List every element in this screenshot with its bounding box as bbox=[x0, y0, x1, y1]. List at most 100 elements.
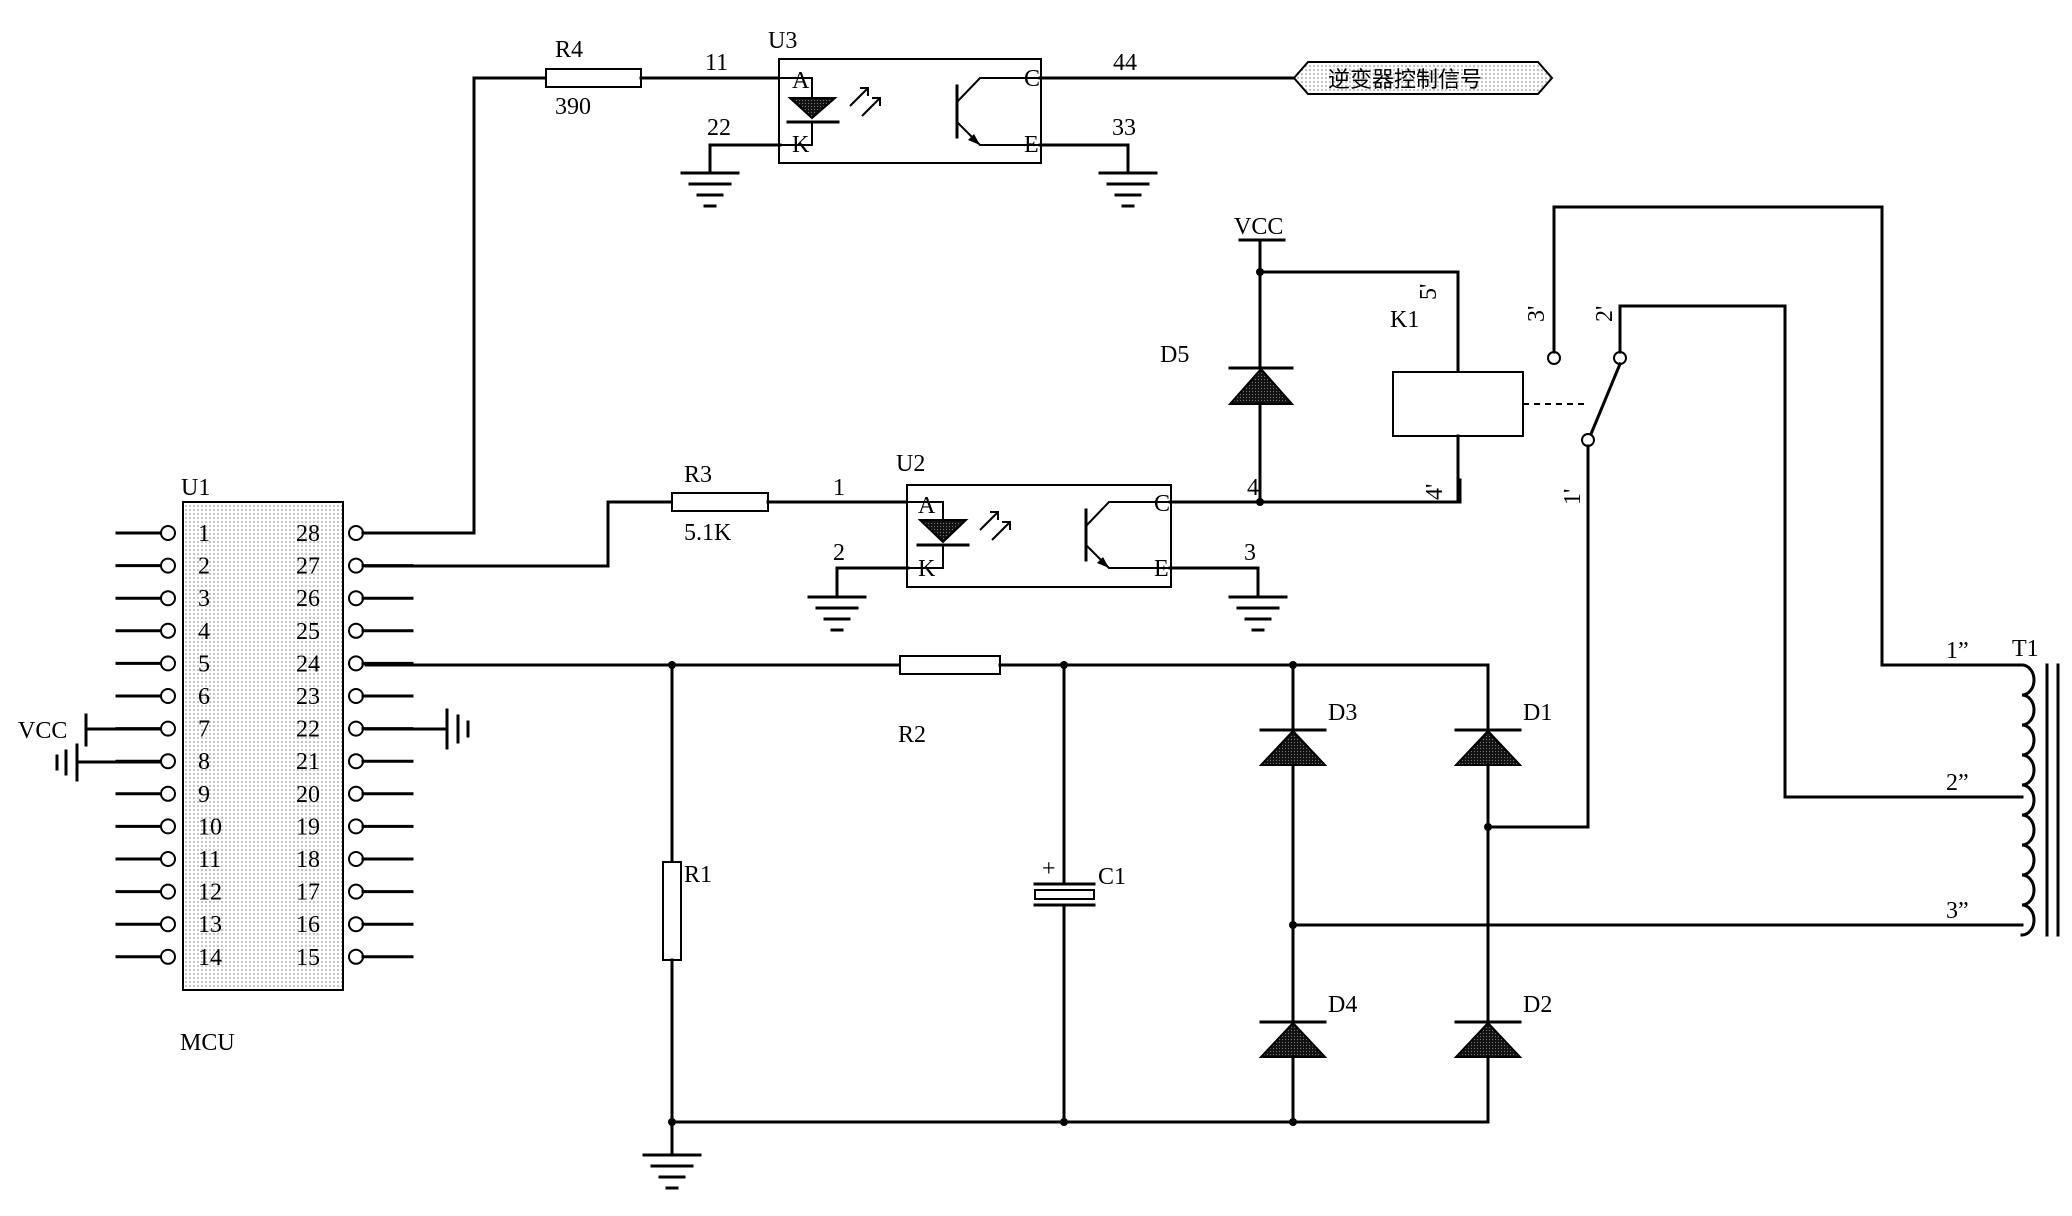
signal-port-label: 逆变器控制信号 bbox=[1328, 68, 1482, 93]
mcu-pin-number: 12 bbox=[198, 880, 222, 906]
mcu-pin-number: 13 bbox=[198, 912, 222, 938]
mcu-pin-pad bbox=[161, 689, 175, 703]
k1-ref: K1 bbox=[1390, 307, 1419, 333]
r2-ref: R2 bbox=[898, 722, 926, 748]
mcu-pin-pad bbox=[349, 885, 363, 899]
u3-branch: R4 390 11 U3 A K C E bbox=[366, 28, 1552, 533]
d4-ref: D4 bbox=[1328, 992, 1357, 1018]
mcu-u1: U1 MCU 123456789101112131428272625242322… bbox=[117, 475, 412, 1056]
ground-symbol-u3-k bbox=[682, 173, 738, 206]
t1-winding bbox=[2022, 665, 2034, 935]
ground-symbol-pin22 bbox=[447, 710, 468, 748]
mcu-pin-number: 5 bbox=[198, 651, 210, 677]
mcu-pin-pad bbox=[349, 950, 363, 964]
mcu-pin-number: 22 bbox=[296, 717, 320, 743]
u3-net-4: 44 bbox=[1113, 50, 1137, 76]
mcu-pin-number: 25 bbox=[296, 619, 320, 645]
mcu-pin-pad bbox=[161, 591, 175, 605]
diode-d5 bbox=[1230, 368, 1292, 404]
mcu-pin-pad bbox=[349, 689, 363, 703]
mcu-pin-number: 15 bbox=[296, 945, 320, 971]
mcu-pin-number: 18 bbox=[296, 847, 320, 873]
u2-net-2: 2 bbox=[833, 540, 845, 566]
diode-d3 bbox=[1261, 730, 1325, 765]
mcu-pin-pad bbox=[349, 526, 363, 540]
k1-pin-3: 3' bbox=[1524, 306, 1550, 322]
mcu-pin-number: 11 bbox=[198, 847, 221, 873]
ground-symbol-main bbox=[644, 1155, 700, 1188]
relay-k1-coil bbox=[1393, 372, 1523, 436]
mcu-pin-pad bbox=[349, 591, 363, 605]
t1-ref: T1 bbox=[2012, 636, 2039, 662]
mcu-pin-pad bbox=[161, 526, 175, 540]
t1-tap-1: 1” bbox=[1946, 638, 1969, 664]
u2-collector-label: C bbox=[1154, 491, 1170, 517]
transformer-t1: T1 1” 2” 3” bbox=[1946, 636, 2058, 935]
mcu-pin-pad bbox=[161, 917, 175, 931]
mcu-pin-pad bbox=[349, 852, 363, 866]
r1-ref: R1 bbox=[684, 862, 712, 888]
mcu-pin-pad bbox=[161, 624, 175, 638]
u3-net-2: 22 bbox=[707, 115, 731, 141]
mcu-pin-number: 2 bbox=[198, 554, 210, 580]
mcu-pin-pad bbox=[161, 885, 175, 899]
mcu-pin-pad bbox=[349, 624, 363, 638]
mcu-pin-pad bbox=[161, 950, 175, 964]
u3-anode-label: A bbox=[792, 68, 810, 94]
relay-contact-1 bbox=[1582, 434, 1594, 446]
mcu-pin-number: 19 bbox=[296, 814, 320, 840]
mcu-pin-pad bbox=[161, 852, 175, 866]
u2-branch: R3 5.1K 1 U2 A K C E bbox=[366, 451, 1460, 630]
diode-d1 bbox=[1456, 730, 1520, 765]
mcu-pin-number: 16 bbox=[296, 912, 320, 938]
u2-ref: U2 bbox=[896, 451, 925, 477]
mcu-pin-number: 27 bbox=[296, 554, 320, 580]
mcu-pin-number: 26 bbox=[296, 586, 320, 612]
u2-net-1: 1 bbox=[833, 475, 845, 501]
t1-tap-3: 3” bbox=[1946, 898, 1969, 924]
mcu-pin-number: 1 bbox=[198, 521, 210, 547]
mcu-pin-number: 8 bbox=[198, 749, 210, 775]
relay-contact-2 bbox=[1614, 352, 1626, 364]
r4-ref: R4 bbox=[555, 37, 583, 63]
mcu-pin-pad bbox=[349, 656, 363, 670]
d3-ref: D3 bbox=[1328, 700, 1357, 726]
r4-value: 390 bbox=[555, 94, 591, 120]
mcu-pin-number: 4 bbox=[198, 619, 210, 645]
mcu-pin-number: 10 bbox=[198, 814, 222, 840]
resistor-r4 bbox=[546, 69, 641, 87]
u2-net-4: 4 bbox=[1247, 475, 1259, 501]
mcu-pin-number: 9 bbox=[198, 782, 210, 808]
capacitor-c1 bbox=[1035, 884, 1094, 905]
vcc-top-label: VCC bbox=[1234, 214, 1283, 240]
mcu-pin-pad bbox=[161, 819, 175, 833]
mcu-pin-pad bbox=[161, 656, 175, 670]
mcu-ref-label: U1 bbox=[181, 475, 210, 501]
relay-contact-3 bbox=[1548, 352, 1560, 364]
mcu-pin-number: 3 bbox=[198, 586, 210, 612]
t1-tap-2: 2” bbox=[1946, 770, 1969, 796]
mcu-pin-number: 17 bbox=[296, 880, 320, 906]
rectifier-network: R2 R1 + C1 D3 D4 bbox=[366, 656, 2022, 1188]
u3-net-3: 33 bbox=[1112, 115, 1136, 141]
d2-ref: D2 bbox=[1523, 992, 1552, 1018]
u2-net-3: 3 bbox=[1244, 540, 1256, 566]
u3-net-1: 11 bbox=[705, 50, 728, 76]
c1-polarity: + bbox=[1042, 856, 1056, 882]
inverter-control-signal-port: 逆变器控制信号 bbox=[1294, 62, 1552, 94]
mcu-pin-pad bbox=[161, 722, 175, 736]
mcu-pin-number: 6 bbox=[198, 684, 210, 710]
mcu-pin-pad bbox=[161, 754, 175, 768]
diode-d4 bbox=[1261, 1022, 1325, 1057]
k1-pin-2: 2' bbox=[1592, 306, 1618, 322]
mcu-pin-pad bbox=[349, 917, 363, 931]
r3-ref: R3 bbox=[684, 462, 712, 488]
mcu-pin-pad bbox=[349, 819, 363, 833]
k1-pin-1: 1' bbox=[1560, 489, 1586, 505]
diode-d2 bbox=[1456, 1022, 1520, 1057]
c1-ref: C1 bbox=[1098, 864, 1126, 890]
k1-pin-5: 5' bbox=[1416, 284, 1442, 300]
resistor-r1 bbox=[663, 862, 681, 960]
mcu-pin-number: 21 bbox=[296, 749, 320, 775]
